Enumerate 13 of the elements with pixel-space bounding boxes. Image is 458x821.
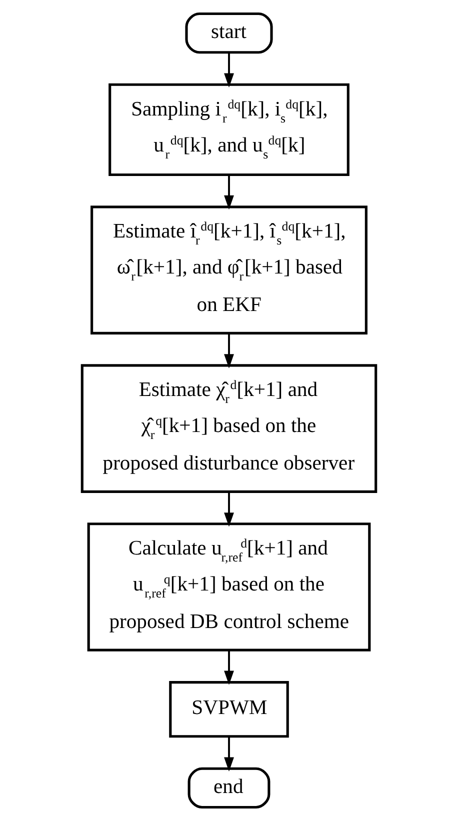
node-box: Estimate î$_{r}$$^{dq}$[k+1], î$_{s}$$^{dq}$[k+1], ω̂$_{r}$[k+1], and φ̂$_{r}$[k+1] based on EKF (90, 206, 368, 334)
node-box: Estimate χ̂$_{r}$$^{d}$[k+1] and χ̂$_{r}$$^{q}$[k+1] based on the proposed disturbance observer (80, 364, 378, 493)
arrow (224, 736, 234, 772)
node-box: Calculate u$_{r,ref}$$^{d}$[k+1] and u$_{r,ref}$$^{q}$[k+1] based on the proposed DB control scheme (87, 522, 371, 652)
arrow (224, 492, 234, 527)
node-box: Sampling i$_{r}$$^{dq}$[k], i$_{s}$$^{dq}$[k], u$_{r}$$^{dq}$[k], and u$_{s}$$^{dq}$[k] (108, 83, 350, 176)
node-box: start (185, 12, 273, 54)
arrow (224, 650, 234, 685)
arrow (224, 52, 234, 88)
node-box: SVPWM (169, 681, 289, 738)
arrow (224, 333, 234, 368)
arrow (224, 174, 234, 210)
node-box: end (188, 767, 270, 809)
